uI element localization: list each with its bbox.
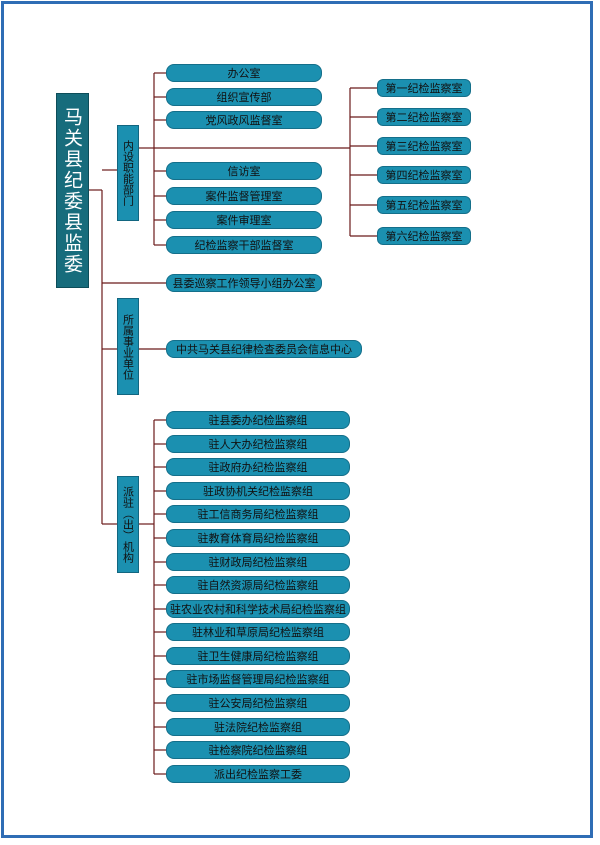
dispatched-group-node: 派出纪检监察工委 (166, 765, 350, 783)
dept-node: 信访室 (166, 162, 322, 180)
inspection-room-node: 第一纪检监察室 (377, 79, 471, 97)
dept-node: 办公室 (166, 64, 322, 82)
inspection-room-node: 第五纪检监察室 (377, 196, 471, 214)
dispatched-group-node: 驻市场监督管理局纪检监察组 (166, 670, 350, 688)
inspection-room-node: 第三纪检监察室 (377, 137, 471, 155)
dispatched-group-node: 驻政协机关纪检监察组 (166, 482, 350, 500)
dispatched-group-node: 驻财政局纪检监察组 (166, 553, 350, 571)
affiliated-unit-node: 中共马关县纪律检查委员会信息中心 (166, 340, 362, 358)
dispatched-group-node: 驻工信商务局纪检监察组 (166, 505, 350, 523)
dept-node: 组织宣传部 (166, 88, 322, 106)
dispatched-group-node: 驻法院纪检监察组 (166, 718, 350, 736)
dept-node: 纪检监察干部监督室 (166, 236, 322, 254)
dispatched-group-node: 驻自然资源局纪检监察组 (166, 576, 350, 594)
category-internal: 内设职能部门 (117, 125, 139, 221)
dispatched-group-node: 驻卫生健康局纪检监察组 (166, 647, 350, 665)
inspection-room-node: 第四纪检监察室 (377, 166, 471, 184)
dept-node: 案件监督管理室 (166, 187, 322, 205)
page-frame (1, 1, 593, 838)
dispatched-group-node: 驻教育体育局纪检监察组 (166, 529, 350, 547)
inspection-room-node: 第二纪检监察室 (377, 108, 471, 126)
dept-node: 党风政风监督室 (166, 111, 322, 129)
category-affiliated: 所属事业单位 (117, 298, 139, 395)
dispatched-group-node: 驻人大办纪检监察组 (166, 435, 350, 453)
dispatched-group-node: 驻县委办纪检监察组 (166, 411, 350, 429)
patrol-office-node: 县委巡察工作领导小组办公室 (166, 274, 322, 292)
dept-node: 案件审理室 (166, 211, 322, 229)
category-dispatched: 派驻（出）机构 (117, 476, 139, 573)
root-node: 马关县纪委县监委 (56, 93, 89, 288)
dispatched-group-node: 驻农业农村和科学技术局纪检监察组 (166, 600, 350, 618)
dispatched-group-node: 驻检察院纪检监察组 (166, 741, 350, 759)
dispatched-group-node: 驻林业和草原局纪检监察组 (166, 623, 350, 641)
dispatched-group-node: 驻公安局纪检监察组 (166, 694, 350, 712)
inspection-room-node: 第六纪检监察室 (377, 227, 471, 245)
dispatched-group-node: 驻政府办纪检监察组 (166, 458, 350, 476)
